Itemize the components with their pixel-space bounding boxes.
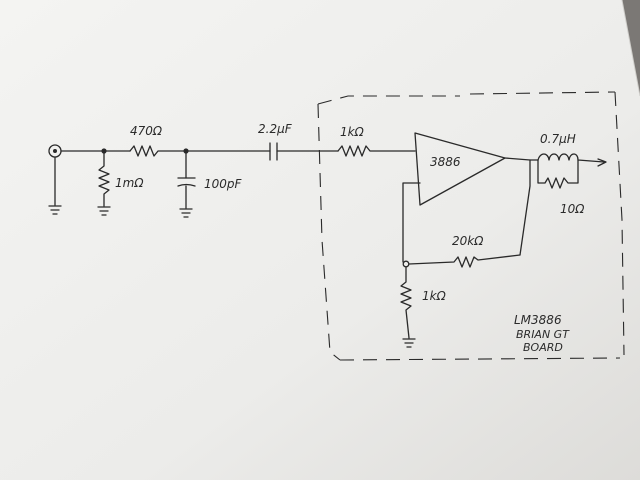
label-c-coupling: 2.2µF — [258, 122, 293, 136]
resistor-ground-icon — [400, 266, 416, 348]
label-r-feedback: 20kΩ — [452, 234, 484, 248]
feedback-wire — [402, 182, 421, 263]
label-r-series: 470Ω — [130, 124, 163, 138]
board-outline — [317, 91, 625, 361]
board-note-line3: BOARD — [523, 341, 563, 354]
label-inductor: 0.7µH — [540, 132, 576, 146]
label-r-output: 10Ω — [560, 202, 585, 216]
capacitor-filter-icon — [177, 150, 196, 218]
input-jack-icon — [48, 144, 62, 215]
inductor-icon — [537, 153, 607, 167]
label-r-ground: 1kΩ — [422, 289, 447, 303]
board-note-line2: BRIAN GT — [516, 328, 570, 341]
label-amp-chip: 3886 — [430, 155, 461, 169]
resistor-input-icon — [97, 150, 111, 216]
resistor-feedback-icon — [408, 254, 521, 268]
output-wire — [504, 157, 531, 256]
board-note-line1: LM3886 — [514, 313, 562, 327]
label-r-input: 1mΩ — [115, 176, 144, 190]
paper-fold — [621, 0, 640, 97]
resistor-series-icon — [129, 145, 187, 157]
capacitor-coupling-icon — [269, 142, 339, 161]
amplifier-icon — [414, 132, 506, 206]
label-r-amp-in: 1kΩ — [340, 125, 365, 139]
resistor-output-icon — [537, 159, 579, 189]
resistor-amp-input-icon — [337, 145, 416, 157]
label-c-filter: 100pF — [204, 177, 243, 191]
